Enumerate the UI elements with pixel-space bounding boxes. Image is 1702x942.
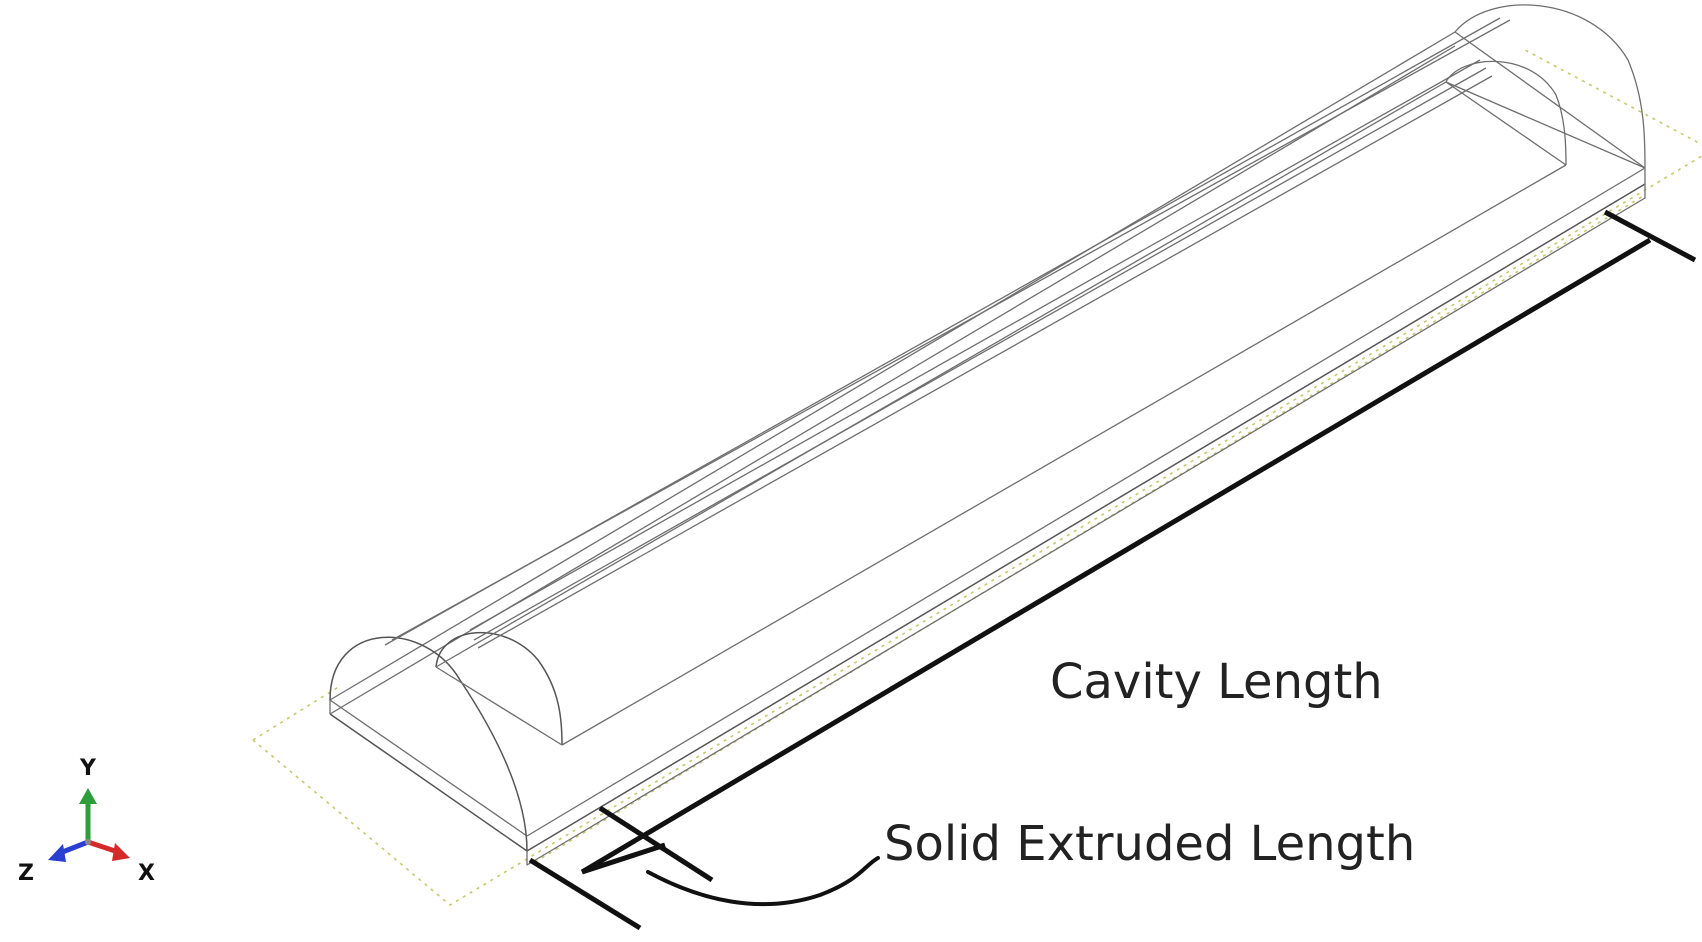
x-axis-label: X <box>138 861 155 886</box>
y-axis-label: Y <box>79 756 97 781</box>
base-plate-left-front <box>329 699 528 837</box>
x-axis-arrow-icon <box>112 843 130 861</box>
bounding-outline <box>252 49 1702 906</box>
z-axis-arrow-icon <box>48 844 66 862</box>
inner-ridge-1 <box>469 59 1481 631</box>
inner-ridge-2 <box>473 67 1487 641</box>
bounding-outline-path <box>252 49 1702 906</box>
cavity-length-end-tick <box>1603 209 1697 263</box>
cavity-length-dimension-line <box>580 237 1652 875</box>
extruded-solid-wireframe <box>329 4 1646 866</box>
triad-origin <box>85 839 91 845</box>
z-axis-label: Z <box>18 861 34 886</box>
inner-floor-front <box>561 164 1567 746</box>
base-plate-top-front <box>329 183 1646 852</box>
x-axis-line <box>87 839 119 855</box>
solid-length-start-tick <box>528 857 642 931</box>
solid-extruded-length-leader <box>646 856 880 907</box>
axis-triad: Y Z X <box>18 756 155 886</box>
inner-floor-back <box>435 81 1447 668</box>
outer-top-ridge-2 <box>391 19 1511 641</box>
cavity-length-start-tick <box>598 805 714 883</box>
solid-extruded-length-label: Solid Extruded Length <box>884 816 1415 872</box>
cavity-length-label: Cavity Length <box>1050 654 1383 710</box>
bounding-outline-left <box>252 685 341 741</box>
base-plate-front-edge <box>526 167 1646 837</box>
outer-arch-back <box>1454 4 1646 169</box>
inner-floor-right <box>1445 81 1567 166</box>
base-plate-right-back <box>1454 31 1646 169</box>
inner-arch-back <box>1445 60 1567 166</box>
base-plate-bottom-front <box>526 184 1646 866</box>
inner-ridge-3 <box>477 75 1493 649</box>
inner-floor-left <box>435 666 563 746</box>
y-axis-arrow-icon <box>79 788 97 804</box>
z-axis-line <box>59 839 89 856</box>
base-plate-back-edge <box>329 31 1456 701</box>
solid-length-extension <box>581 842 666 875</box>
outer-arch-front <box>329 636 528 852</box>
dimension-lines <box>528 209 1697 931</box>
back-wall-rim <box>1445 81 1646 169</box>
inner-arch-front <box>435 631 563 746</box>
